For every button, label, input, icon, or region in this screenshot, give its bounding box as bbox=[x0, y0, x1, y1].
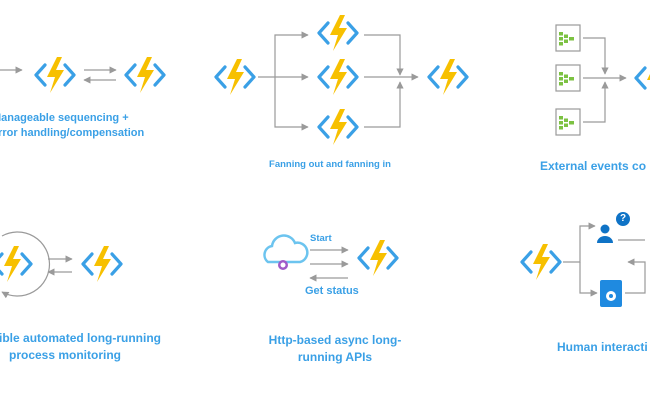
azure-function-icon bbox=[34, 55, 76, 95]
chaining-caption-line2: error handling/compensation bbox=[0, 127, 145, 139]
fan-in-arrow-top bbox=[364, 34, 404, 76]
storage-queue-icon bbox=[555, 64, 581, 92]
azure-function-icon bbox=[357, 238, 399, 278]
azure-function-icon bbox=[520, 242, 562, 282]
storage-queue-icon bbox=[555, 108, 581, 136]
fan-arrow-bottom bbox=[274, 77, 309, 131]
human-interaction-panel bbox=[520, 212, 646, 307]
chaining-panel bbox=[0, 55, 166, 95]
human-arrow-return bbox=[625, 258, 646, 294]
human-arrow-down bbox=[579, 262, 598, 297]
storage-queue-icon bbox=[555, 24, 581, 52]
external-events-panel bbox=[555, 24, 650, 136]
chaining-caption-line1: Manageable sequencing + bbox=[0, 112, 129, 124]
azure-function-icon bbox=[317, 107, 359, 147]
async-http-caption-line1: Http-based async long- bbox=[268, 333, 402, 347]
azure-function-icon bbox=[317, 13, 359, 53]
fan-in-arrow-bottom bbox=[364, 81, 404, 128]
azure-function-icon bbox=[427, 57, 469, 97]
monitoring-caption-line2: process monitoring bbox=[8, 348, 121, 362]
document-icon bbox=[600, 280, 622, 307]
cloud-icon bbox=[263, 234, 309, 270]
event-arrow-bottom bbox=[583, 81, 609, 123]
async-http-caption-line2: running APIs bbox=[297, 350, 373, 364]
fan-out-in-panel bbox=[214, 13, 469, 147]
async-http-panel bbox=[263, 234, 399, 282]
person-icon bbox=[597, 224, 613, 243]
monitor-loop-arrow bbox=[1, 231, 51, 299]
azure-function-icon bbox=[81, 244, 123, 284]
azure-function-icon bbox=[634, 58, 650, 98]
external-events-caption: External events co bbox=[540, 159, 647, 173]
question-badge-icon bbox=[616, 212, 630, 226]
human-interaction-caption: Human interacti bbox=[557, 340, 648, 354]
human-arrow-up bbox=[563, 222, 596, 263]
fan-out-in-caption: Fanning out and fanning in bbox=[269, 159, 391, 170]
start-label: Start bbox=[310, 233, 332, 244]
question-mark-label: ? bbox=[619, 213, 627, 224]
azure-function-icon bbox=[317, 57, 359, 97]
azure-function-icon bbox=[124, 55, 166, 95]
azure-function-icon bbox=[214, 57, 256, 97]
monitoring-panel bbox=[0, 231, 123, 299]
azure-function-icon bbox=[0, 244, 33, 284]
event-arrow-top bbox=[583, 37, 609, 75]
monitoring-caption-line1: Flexible automated long-running bbox=[0, 331, 161, 345]
fan-arrow-top bbox=[274, 31, 309, 77]
get-status-label: Get status bbox=[305, 285, 359, 297]
